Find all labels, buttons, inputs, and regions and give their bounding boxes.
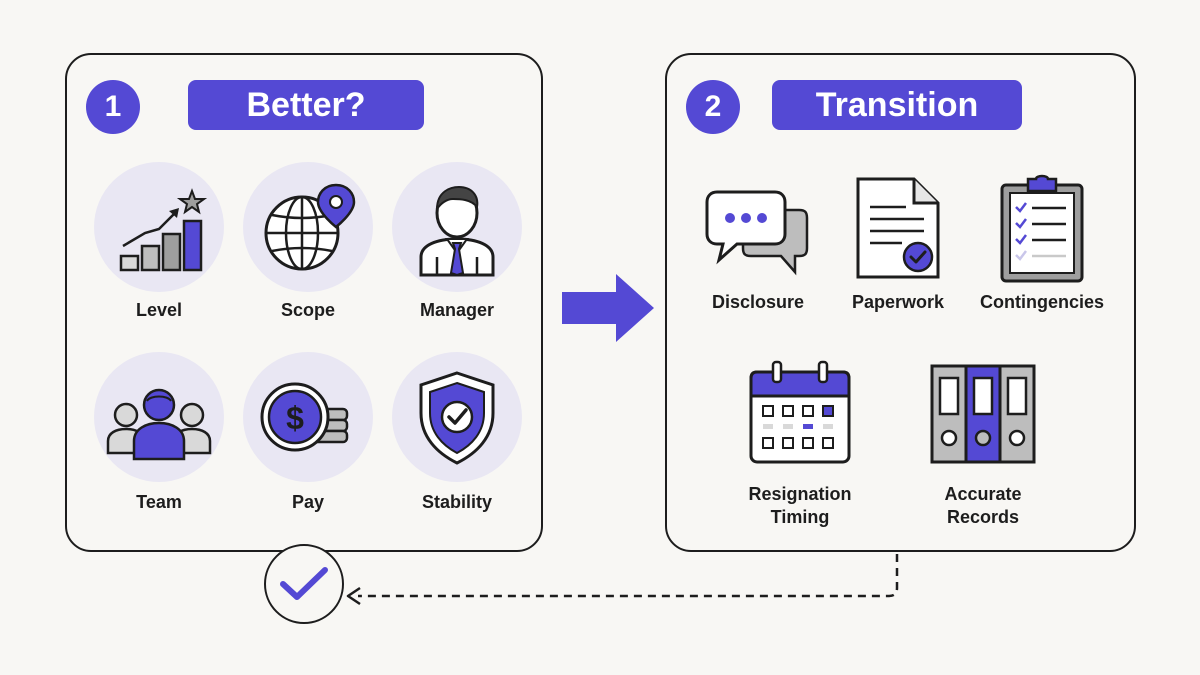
binders-icon [930,364,1036,464]
item-stability: Stability [382,352,532,514]
dollar-coins-icon: $ [260,382,349,452]
manager-person-icon [419,185,495,277]
item-label: Manager [419,300,495,320]
item-resignation-timing: Resignation Timing [725,353,875,529]
item-pay: $ Pay [233,352,383,514]
item-label: Scope [280,300,336,320]
item-label: Team [136,492,182,512]
flow-arrow-icon [562,274,654,342]
item-label: Stability [421,492,492,512]
item-label: Accurate Records [944,484,1022,527]
bar-growth-star-icon [119,188,208,272]
step2-number-badge: 2 [686,80,740,134]
item-level: Level [84,162,234,322]
svg-text:$: $ [286,400,304,436]
item-label: Contingencies [979,292,1104,312]
shield-check-icon [419,371,495,465]
chat-bubbles-icon [705,190,809,276]
step1-number-badge: 1 [86,80,140,134]
step2-panel: 2 Transition Disclosure [665,53,1136,552]
clipboard-checklist-icon [1000,174,1084,283]
item-label: Paperwork [851,292,945,312]
item-label: Resignation Timing [748,484,852,527]
item-team: Team [84,352,234,514]
step2-title: Transition [772,80,1022,130]
item-accurate-records: Accurate Records [908,353,1058,529]
item-label: Level [135,300,183,320]
item-label: Pay [291,492,325,512]
item-contingencies: Contingencies [967,168,1117,314]
team-people-icon [106,388,212,461]
item-manager: Manager [382,162,532,322]
globe-pin-icon [264,183,356,271]
item-paperwork: Paperwork [823,168,973,314]
item-scope: Scope [233,162,383,322]
document-check-icon [856,177,940,279]
checkmark-circle [264,544,344,624]
item-label: Disclosure [711,292,805,312]
checkmark-icon [280,567,328,600]
step1-title: Better? [188,80,424,130]
step1-panel: 1 Better? Level [65,53,543,552]
item-disclosure: Disclosure [683,168,833,314]
calendar-icon [749,360,851,464]
